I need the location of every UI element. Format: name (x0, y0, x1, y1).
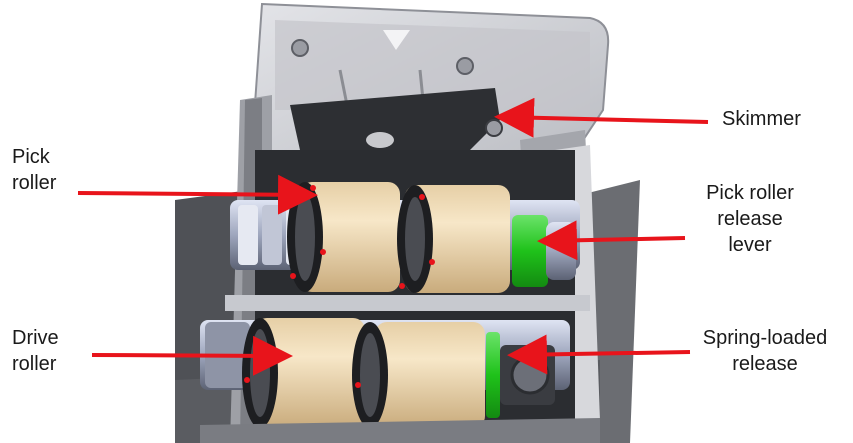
pick-roller-left (287, 182, 400, 292)
label-pick-roller-line-1: Pick (12, 146, 50, 168)
label-lever-line-1: Pick roller (706, 182, 794, 204)
label-pick-roller-release-lever: Pick roller release lever (690, 180, 810, 258)
arrow-drive-roller (91, 335, 293, 376)
label-drive-roller-line-2: roller (12, 353, 57, 375)
label-pick-roller: Pick roller (12, 144, 56, 196)
release-lever-part (512, 215, 576, 287)
arrow-pick-roller (77, 174, 318, 215)
skimmer-part (290, 88, 503, 150)
separator-bar (225, 295, 590, 311)
label-spring-loaded-release: Spring-loaded release (690, 325, 840, 377)
callout-arrows (77, 97, 709, 376)
label-spring-line-1: Spring-loaded (702, 327, 828, 349)
label-spring-line-2: release (732, 353, 798, 375)
drive-roller-right (352, 322, 485, 428)
label-drive-roller-line-1: Drive (12, 327, 59, 349)
arrow-skimmer (494, 97, 709, 138)
bottom-frame (200, 418, 600, 443)
arrow-spring-loaded-release (507, 334, 691, 375)
label-lever-line-3: lever (728, 234, 772, 256)
label-drive-roller: Drive roller (12, 325, 59, 377)
label-pick-roller-line-2: roller (12, 172, 57, 194)
label-skimmer: Skimmer (722, 106, 801, 132)
arrow-pick-roller-release-lever (537, 220, 686, 261)
drive-roller-left (242, 318, 365, 428)
label-lever-line-2: release (717, 208, 783, 230)
pick-roller-right (397, 185, 510, 293)
label-skimmer-line: Skimmer (722, 108, 801, 130)
